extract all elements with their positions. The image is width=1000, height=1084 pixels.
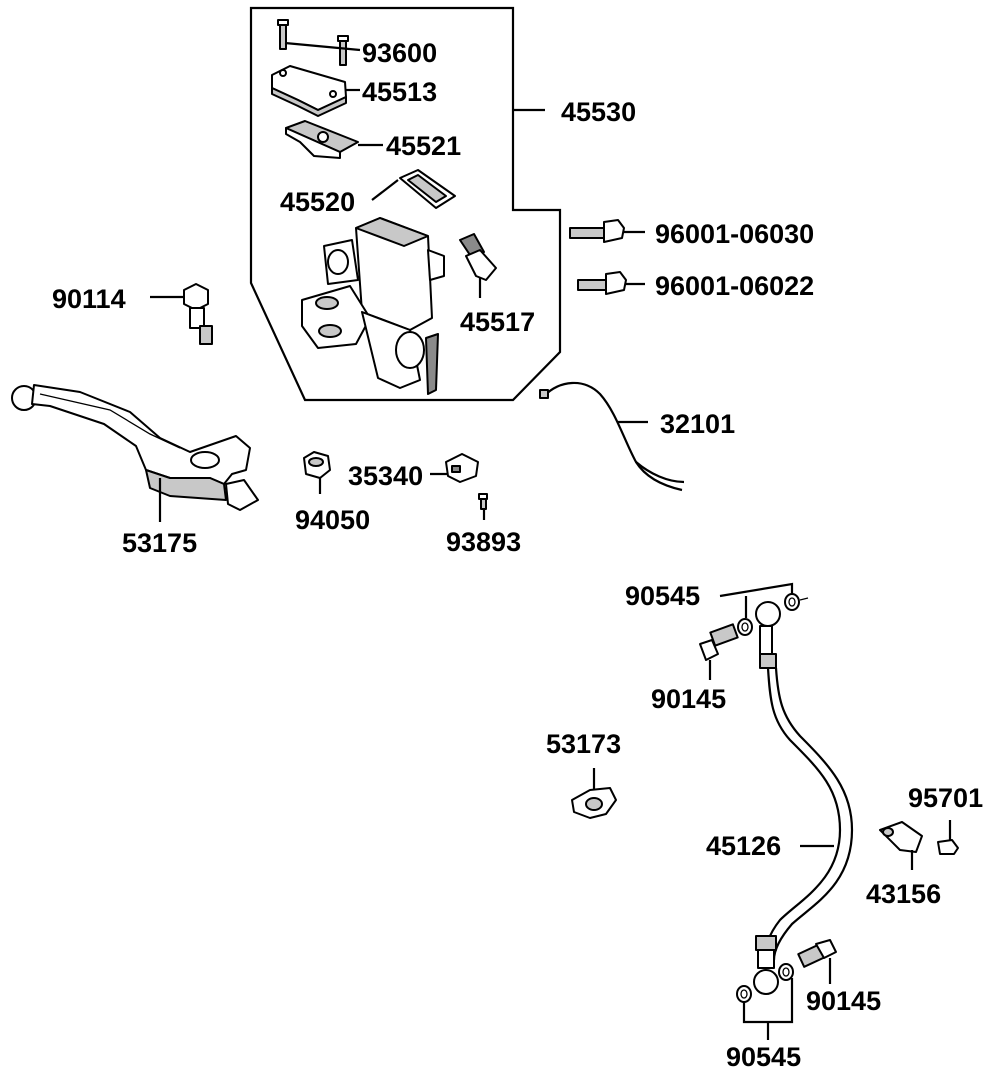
banjo-bolt-90145-bottom	[797, 939, 837, 968]
cable-32101	[539, 381, 685, 492]
screw-93893	[478, 493, 488, 510]
label-93600: 93600	[362, 38, 438, 68]
label-90145-top: 90145	[651, 684, 727, 714]
washer-top-left	[737, 618, 753, 636]
label-45520: 45520	[280, 187, 356, 217]
banjo-bolt-90145-top	[699, 623, 739, 661]
label-53175: 53175	[122, 528, 198, 558]
label-43156: 43156	[866, 879, 942, 909]
label-93893: 93893	[446, 527, 522, 557]
brake-lever-53175	[11, 384, 259, 511]
rubber-diaphragm-45520	[399, 169, 456, 209]
bolt-96001-06022	[577, 271, 627, 295]
label-45530: 45530	[561, 97, 637, 127]
label-45513: 45513	[362, 77, 438, 107]
label-90545-top: 90545	[625, 581, 701, 611]
clamp-43156	[879, 821, 923, 853]
label-94050: 94050	[295, 505, 371, 535]
washer-top-right	[784, 593, 809, 611]
washer-bottom-left	[736, 985, 752, 1003]
label-96001-06030: 96001-06030	[655, 219, 815, 249]
pivot-bolt-90114	[183, 283, 213, 345]
label-96001-06022: 96001-06022	[655, 271, 815, 301]
label-90114: 90114	[52, 284, 126, 314]
screw-93600-b	[337, 35, 349, 66]
label-95701: 95701	[908, 783, 984, 813]
label-90545-bottom: 90545	[726, 1042, 802, 1072]
label-90145-bottom: 90145	[806, 986, 882, 1016]
switch-35340	[445, 453, 479, 483]
leader-93600	[284, 41, 361, 52]
reservoir-cap-45513	[271, 65, 347, 117]
clamp-53173	[571, 787, 617, 819]
brake-hose-45126	[753, 601, 854, 995]
diaphragm-plate-45521	[285, 120, 359, 159]
bracket-90545-top	[719, 582, 794, 600]
switch-45517	[459, 233, 497, 281]
nut-94050	[303, 451, 331, 479]
screw-93600-a	[277, 19, 289, 50]
label-45517: 45517	[460, 307, 536, 337]
label-53173: 53173	[546, 729, 622, 759]
label-45521: 45521	[386, 131, 462, 161]
label-32101: 32101	[660, 409, 736, 439]
master-cylinder-body	[301, 217, 445, 395]
leader-45520	[371, 179, 399, 201]
label-45126: 45126	[706, 831, 782, 861]
bolt-95701	[937, 839, 959, 855]
assembly-frame-45530	[249, 6, 562, 402]
label-35340: 35340	[348, 461, 424, 491]
bolt-96001-06030	[569, 219, 625, 243]
washer-bottom-right	[778, 963, 794, 981]
